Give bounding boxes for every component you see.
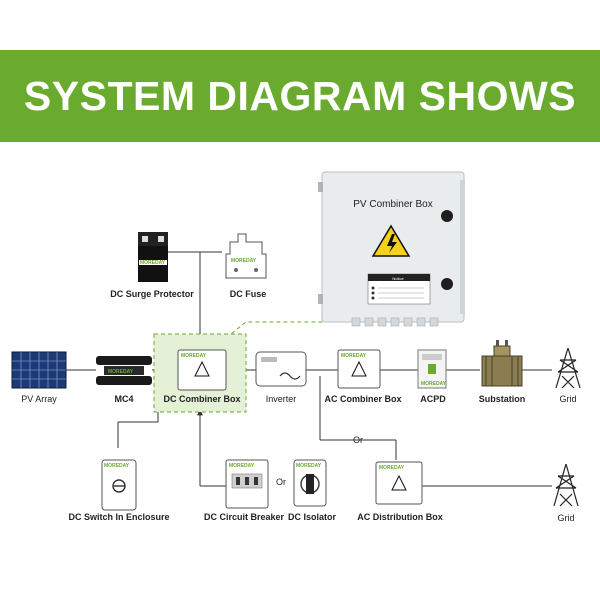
brand-logo: MOREDAY — [421, 381, 447, 387]
dc-combiner-box-icon — [177, 349, 227, 391]
brand-logo: MOREDAY — [231, 258, 257, 264]
dc-switch-icon — [101, 459, 137, 511]
label-dc-surge-protector: DC Surge Protector — [110, 289, 194, 299]
brand-logo: MOREDAY — [140, 260, 166, 266]
inverter-icon — [255, 351, 307, 387]
banner-title: SYSTEM DIAGRAM SHOWS — [23, 73, 577, 119]
label-or-dc: Or — [276, 477, 286, 487]
label-dc-circuit-breaker: DC Circuit Breaker — [203, 512, 285, 522]
label-inverter: Inverter — [265, 394, 297, 404]
pv-combiner-box-image — [318, 171, 465, 327]
cable-glands — [351, 317, 439, 327]
label-mc4: MC4 — [114, 394, 134, 404]
label-substation: Substation — [478, 394, 526, 404]
dc-surge-protector-icon — [138, 232, 168, 282]
brand-logo: MOREDAY — [181, 353, 207, 359]
brand-logo: MOREDAY — [379, 465, 405, 471]
mc4-connector-icon — [96, 356, 152, 385]
label-acpd: ACPD — [420, 394, 446, 404]
brand-logo: MOREDAY — [229, 463, 255, 469]
label-dc-fuse: DC Fuse — [229, 289, 267, 299]
dc-circuit-breaker-icon — [225, 459, 269, 509]
ac-distribution-box-icon — [375, 461, 423, 505]
label-dc-combiner-box: DC Combiner Box — [163, 394, 241, 404]
substation-transformer-icon — [481, 340, 523, 387]
lock-icon — [441, 278, 453, 290]
ac-combiner-box-icon — [337, 349, 381, 389]
brand-logo: MOREDAY — [296, 463, 322, 469]
brand-logo: MOREDAY — [341, 353, 367, 359]
label-dc-isolator: DC Isolator — [287, 512, 337, 522]
brand-logo: MOREDAY — [108, 369, 134, 375]
acpd-icon — [417, 349, 447, 389]
label-grid-bottom: Grid — [557, 513, 575, 523]
label-pv-array: PV Array — [21, 394, 57, 404]
label-ac-distribution-box: AC Distribution Box — [357, 512, 443, 522]
header-banner: SYSTEM DIAGRAM SHOWS — [0, 50, 600, 142]
label-or-ac: Or — [353, 435, 363, 445]
dc-isolator-icon — [293, 459, 327, 507]
dc-fuse-icon — [225, 233, 267, 279]
label-dc-switch: DC Switch In Enclosure — [68, 512, 170, 522]
label-ac-combiner-box: AC Combiner Box — [324, 394, 402, 404]
pv-array-icon — [11, 351, 67, 389]
label-grid-top: Grid — [559, 394, 577, 404]
lock-icon — [441, 210, 453, 222]
grid-tower-icon — [555, 347, 581, 389]
hero-title: PV Combiner Box — [353, 199, 433, 210]
notice-text: Notice — [392, 276, 404, 281]
grid-tower-icon — [553, 463, 579, 507]
brand-logo: MOREDAY — [104, 463, 130, 469]
